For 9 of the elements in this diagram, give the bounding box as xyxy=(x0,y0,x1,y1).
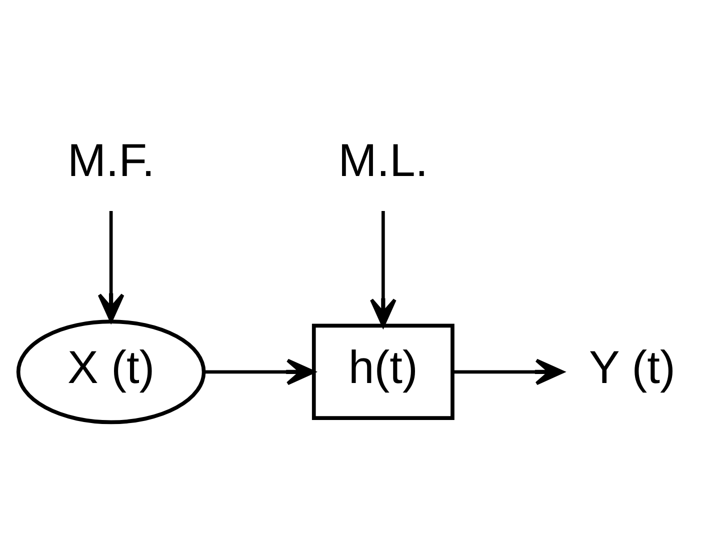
arrow xyxy=(98,210,124,322)
arrow xyxy=(204,358,316,385)
node-box: h(t) xyxy=(312,323,454,420)
arrow xyxy=(453,358,564,385)
node-text: M.L. xyxy=(338,133,428,186)
node-text: Y (t) xyxy=(588,340,676,393)
arrow xyxy=(370,210,396,327)
node-text: M.F. xyxy=(67,133,155,186)
node-ellipse: X (t) xyxy=(16,319,206,424)
